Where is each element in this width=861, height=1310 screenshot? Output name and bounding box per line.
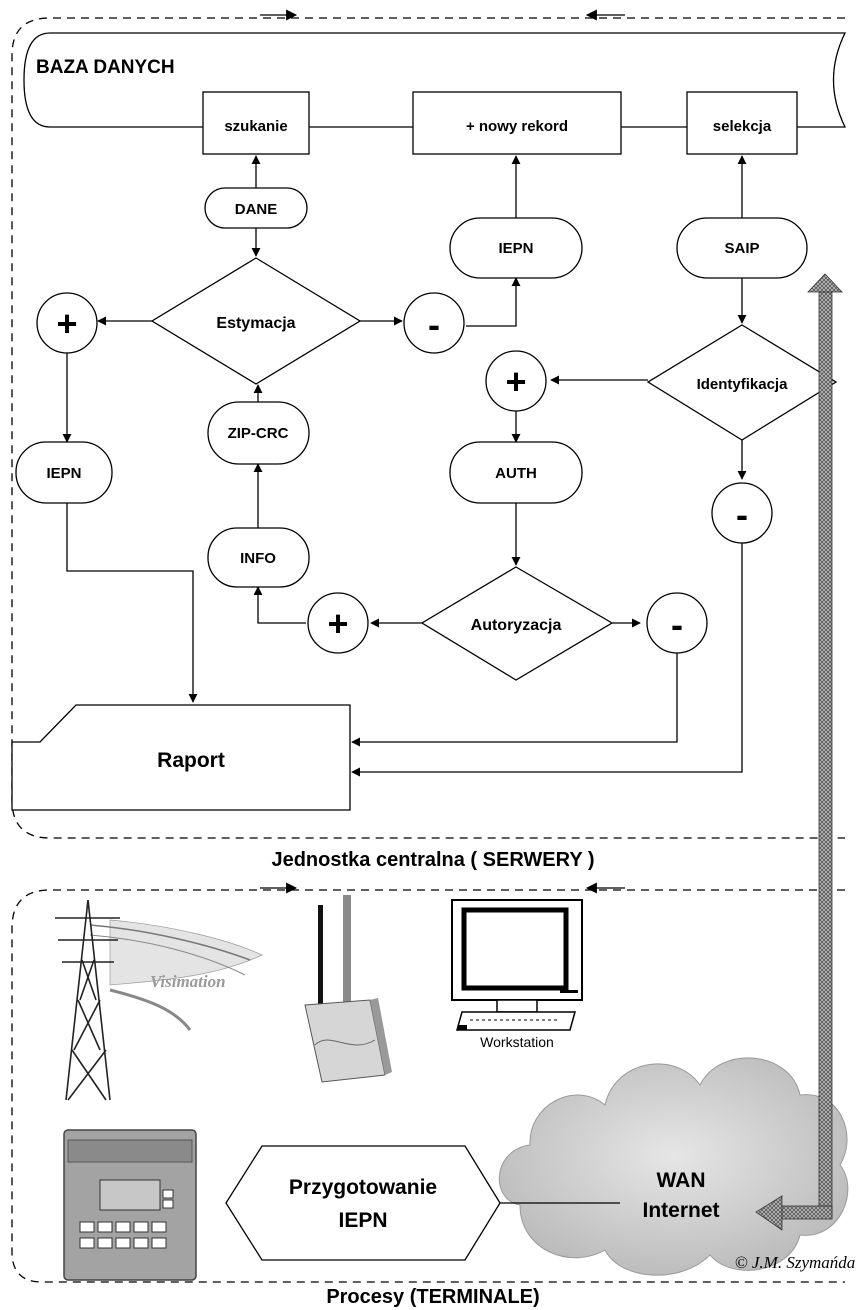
raport-label: Raport — [157, 749, 225, 772]
copyright-text: © J.M. Szymańda — [735, 1253, 856, 1272]
plus-circle-identyfikacja — [485, 350, 547, 412]
node-iepn-top-label: IEPN — [498, 240, 533, 257]
decision-estymacja-label: Estymacja — [216, 315, 295, 332]
terminal-zone-border — [11, 889, 845, 1283]
node-auth — [449, 441, 583, 504]
prep-iepn-hexagon — [225, 1145, 501, 1261]
raport-box — [11, 704, 351, 811]
minus-circle-identyfikacja — [711, 482, 773, 544]
select-op-label: selekcja — [713, 118, 772, 135]
minus-circle-estymacja — [403, 292, 465, 354]
decision-autoryzacja-label: Autoryzacja — [471, 617, 562, 634]
node-saip — [676, 217, 808, 279]
meter-icon — [63, 1129, 197, 1281]
node-info — [207, 527, 310, 588]
decision-estymacja — [150, 257, 362, 385]
decision-identyfikacja — [646, 324, 838, 441]
wan-link-arrow — [755, 273, 843, 1231]
plus-sign: + — [56, 303, 77, 344]
terminal-zone — [11, 882, 845, 1283]
minus-sign: - — [428, 304, 440, 345]
node-dane — [204, 187, 308, 229]
node-dane-label: DANE — [235, 201, 278, 218]
router-icon — [304, 895, 392, 1083]
node-auth-label: AUTH — [495, 465, 537, 482]
connectors — [62, 155, 747, 777]
database-title: BAZA DANYCH — [36, 57, 175, 78]
prep-iepn-line2: IEPN — [338, 1209, 387, 1232]
node-saip-label: SAIP — [724, 240, 759, 257]
minus-sign: - — [736, 494, 748, 535]
select-op-box — [686, 91, 798, 155]
node-zip-crc — [207, 401, 310, 465]
node-info-label: INFO — [240, 550, 276, 567]
minus-circle-autoryzacja — [646, 592, 708, 654]
plus-circle-autoryzacja — [307, 592, 369, 654]
workstation-label: Workstation — [480, 1034, 554, 1050]
prep-iepn-line1: Przygotowanie — [289, 1176, 437, 1199]
server-zone — [11, 9, 845, 839]
plus-circle-estymacja — [36, 292, 98, 354]
wan-cloud: WAN Internet — [498, 1057, 849, 1276]
workstation-icon: Workstation — [451, 899, 583, 1050]
search-op-label: szukanie — [224, 118, 287, 135]
decision-identyfikacja-label: Identyfikacja — [697, 376, 789, 393]
node-iepn-left — [15, 441, 113, 504]
new-record-op-label: + nowy rekord — [466, 118, 568, 135]
wan-line1: WAN — [657, 1169, 706, 1192]
terminal-zone-caption: Procesy (TERMINALE) — [326, 1286, 539, 1308]
search-op-box — [202, 91, 310, 155]
wan-line2: Internet — [642, 1199, 719, 1222]
logo-text: Visimation — [150, 972, 226, 991]
plus-sign: + — [327, 603, 348, 644]
server-zone-caption: Jednostka centralna ( SERWERY ) — [271, 849, 594, 871]
tower-icon: Visimation — [55, 899, 263, 1101]
plus-sign: + — [505, 361, 526, 402]
node-zip-crc-label: ZIP-CRC — [228, 425, 289, 442]
minus-sign: - — [671, 604, 683, 645]
node-iepn-top — [449, 217, 583, 279]
new-record-op-box — [412, 91, 622, 155]
node-iepn-left-label: IEPN — [46, 465, 81, 482]
decision-autoryzacja — [420, 566, 614, 681]
